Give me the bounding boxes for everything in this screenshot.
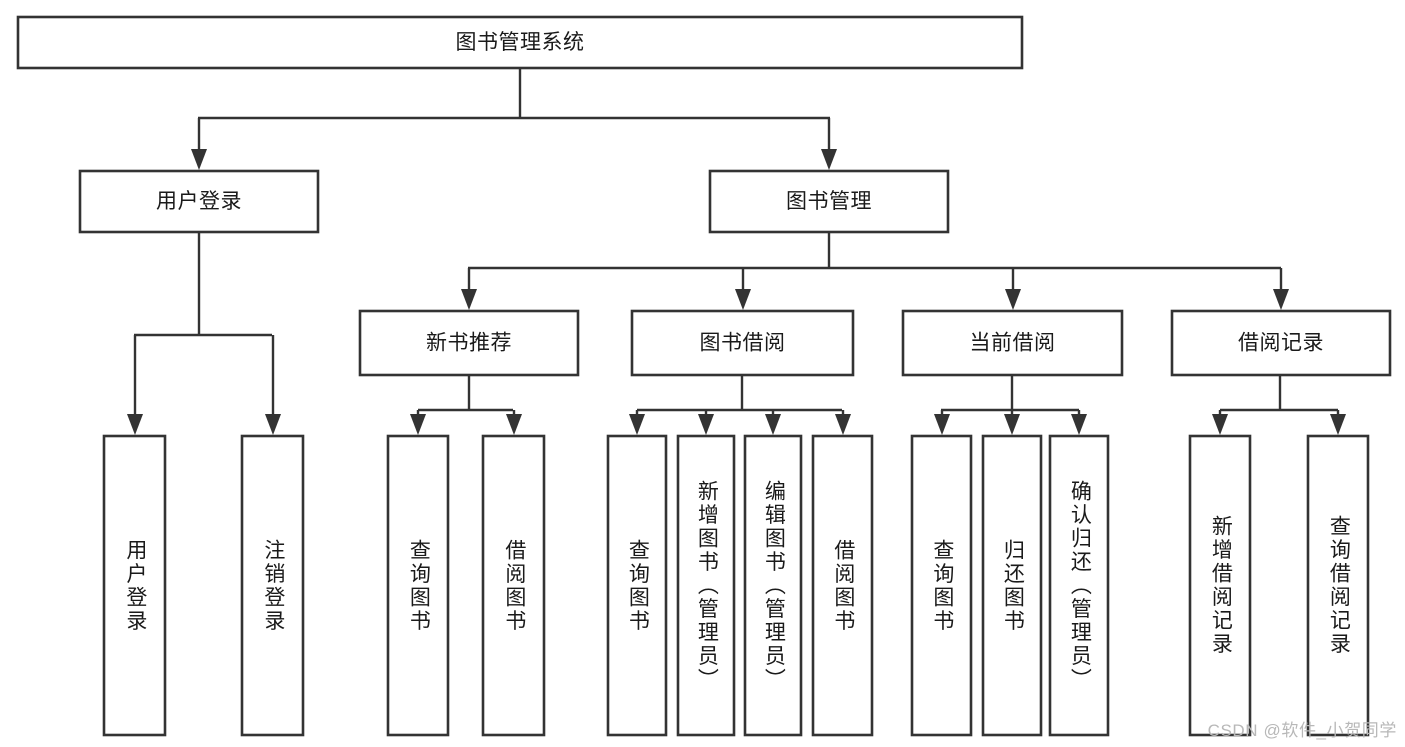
node-l4-edit-book[interactable] [743,434,803,737]
node-label: 图书借阅 [700,332,786,355]
arrow-head-icon [410,414,426,435]
node-box[interactable] [102,434,167,737]
arrow-head-icon [127,414,143,435]
node-box[interactable] [78,169,320,234]
connector-newbookrec-to-leaves [418,375,513,412]
edge-l3_new_book_rec-to-l4_borrow_book_a [506,410,522,435]
connectors-layer [127,68,1346,435]
node-label: 借阅记录 [1238,332,1324,355]
node-l4-return-book[interactable] [981,434,1043,737]
connector-root-to-level2 [198,68,830,120]
node-box[interactable] [743,434,803,737]
edge-root-to-l2_book_manage [821,118,837,170]
node-box[interactable] [676,434,736,737]
node-box[interactable] [811,434,874,737]
arrow-head-icon [191,149,207,170]
connector-userlogin-to-leaves [134,232,272,337]
node-box[interactable] [981,434,1043,737]
node-l3-current-borrow[interactable]: 当前借阅 [901,309,1124,377]
node-l4-query-book-c[interactable] [910,434,973,737]
connector-borrowrecord-to-leaves [1220,375,1338,412]
node-box[interactable] [1188,434,1252,737]
node-box[interactable] [386,434,450,737]
arrow-head-icon [1071,414,1087,435]
node-label: 当前借阅 [970,332,1056,355]
edge-l3_current_borrow-to-l4_confirm_return [1071,410,1087,435]
edge-l3_current_borrow-to-l4_query_book_c [934,410,950,435]
node-l4-query-record[interactable] [1306,434,1370,737]
arrow-head-icon [629,414,645,435]
edge-l2_user_login-to-l4_logout [265,335,281,435]
edge-l2_book_manage-to-l3_book_borrow [735,268,751,310]
edge-l2_user_login-to-l4_user_login [127,335,143,435]
edge-l3_book_borrow-to-l4_query_book_b [629,410,645,435]
node-l4-add-book[interactable] [676,434,736,737]
arrow-head-icon [835,414,851,435]
edge-l3_book_borrow-to-l4_edit_book [765,410,781,435]
connector-currentborrow-to-leaves [941,375,1079,412]
node-l2-book-manage[interactable]: 图书管理 [708,169,950,234]
arrow-head-icon [1212,414,1228,435]
edge-l3_book_borrow-to-l4_add_book [698,410,714,435]
node-label: 用户登录 [156,190,242,213]
csdn-watermark: CSDN @软件_小贺同学 [1207,721,1397,740]
arrow-head-icon [698,414,714,435]
arrow-head-icon [1004,414,1020,435]
node-l3-book-borrow[interactable]: 图书借阅 [630,309,855,377]
node-l4-add-record[interactable] [1188,434,1252,737]
node-box[interactable] [1048,434,1110,737]
node-l4-confirm-return[interactable] [1048,434,1110,737]
edge-l2_book_manage-to-l3_current_borrow [1005,268,1021,310]
arrow-head-icon [1005,289,1021,310]
edge-l2_book_manage-to-l3_new_book_rec [461,268,477,310]
node-l4-borrow-book-a[interactable] [481,434,546,737]
arrow-head-icon [506,414,522,435]
edge-l3_new_book_rec-to-l4_query_book_a [410,410,426,435]
node-label: 新书推荐 [426,332,512,355]
arrow-head-icon [765,414,781,435]
node-l3-new-book-rec[interactable]: 新书推荐 [358,309,580,377]
node-l4-user-login[interactable] [102,434,167,737]
node-l3-borrow-record[interactable]: 借阅记录 [1170,309,1392,377]
node-box[interactable] [1306,434,1370,737]
node-box[interactable] [16,15,1024,70]
node-box[interactable] [901,309,1124,377]
edge-l3_borrow_record-to-l4_add_record [1212,410,1228,435]
node-l4-query-book-a[interactable] [386,434,450,737]
arrow-head-icon [821,149,837,170]
arrow-head-icon [1330,414,1346,435]
connector-bookmanage-to-level3 [468,232,1281,270]
node-box[interactable] [708,169,950,234]
connector-bookborrow-to-leaves [637,375,842,412]
node-box[interactable] [910,434,973,737]
node-box[interactable] [630,309,855,377]
arrow-head-icon [934,414,950,435]
arrow-head-icon [1273,289,1289,310]
node-l4-borrow-book-b[interactable] [811,434,874,737]
node-l4-query-book-b[interactable] [606,434,668,737]
node-label: 图书管理 [786,190,872,213]
node-root[interactable]: 图书管理系统 [16,15,1024,70]
edge-l2_book_manage-to-l3_borrow_record [1273,268,1289,310]
node-box[interactable] [606,434,668,737]
edge-l3_book_borrow-to-l4_borrow_book_b [835,410,851,435]
arrow-head-icon [265,414,281,435]
node-label: 图书管理系统 [456,31,585,54]
node-box[interactable] [1170,309,1392,377]
node-box[interactable] [240,434,305,737]
node-l4-logout[interactable] [240,434,305,737]
arrow-head-icon [735,289,751,310]
edge-l3_borrow_record-to-l4_query_record [1330,410,1346,435]
node-box[interactable] [481,434,546,737]
arrow-head-icon [461,289,477,310]
edge-root-to-l2_user_login [191,118,207,170]
node-box[interactable] [358,309,580,377]
edge-l3_current_borrow-to-l4_return_book [1004,410,1020,435]
node-l2-user-login[interactable]: 用户登录 [78,169,320,234]
